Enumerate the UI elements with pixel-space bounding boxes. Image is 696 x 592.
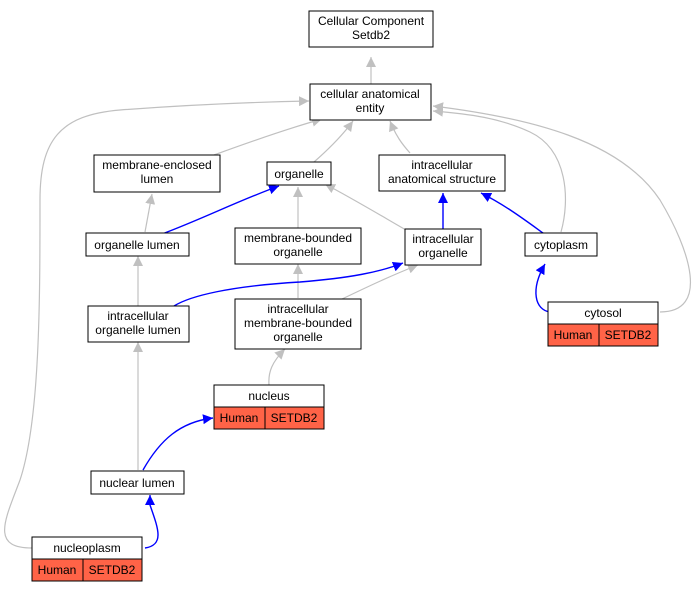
edge-cytoplasm-part-of-intracellular-anatomical-structure [480,192,544,234]
node-cytoplasm[interactable]: cytoplasm [524,232,598,257]
gene-label: SETDB2 [89,563,136,577]
edges [4,57,692,549]
edge-organelle-lumen-part-of-organelle [161,184,280,235]
edge-cytosol-to-cellular-anatomical-entity [432,102,692,313]
gene-badge [264,406,325,430]
node-label-line: organelle [273,245,323,259]
species-label: Human [220,411,259,425]
node-cellular-component-setdb2[interactable]: Cellular Component Setdb2 [308,10,434,48]
node-intracellular-organelle[interactable]: intracellular organelle [404,228,482,266]
edge-intracellular-membrane-bounded-organelle-to-intracellular-organelle [339,264,419,301]
node-label-line: entity [356,101,385,115]
node-label-line: membrane-enclosed [102,158,211,172]
node-label-line: Cellular Component [318,14,425,28]
node-label-line: organelle lumen [95,323,180,337]
edge-intracellular-organelle-lumen-part-of-intracellular-organelle [173,261,404,307]
node-intracellular-membrane-bounded-organelle[interactable]: intracellular membrane-bounded organelle [234,298,362,350]
edge-cytoplasm-to-cellular-anatomical-entity [432,106,567,233]
node-cytosol[interactable]: cytosol Human SETDB2 [547,301,659,347]
node-label-line: organelle [418,246,468,260]
node-label-line: intracellular [412,232,473,246]
species-label: Human [38,563,77,577]
node-intracellular-organelle-lumen[interactable]: intracellular organelle lumen [87,305,190,343]
edge-nucleoplasm-part-of-nuclear-lumen [144,495,159,549]
edge-organelle-to-cellular-anatomical-entity [313,120,354,163]
edge-intracellular-organelle-to-organelle [324,183,407,231]
node-organelle[interactable]: organelle [266,161,332,186]
node-membrane-enclosed-lumen[interactable]: membrane-enclosed lumen [93,154,221,193]
node-label-line: nuclear lumen [99,476,174,490]
node-nucleoplasm[interactable]: nucleoplasm Human SETDB2 [31,536,143,582]
node-label-line: cytoplasm [534,238,588,252]
node-membrane-bounded-organelle[interactable]: membrane-bounded organelle [234,227,362,265]
nodes: Cellular Component Setdb2 cellular anato… [31,10,659,582]
node-label-line: intracellular [267,302,328,316]
node-label-line: cytosol [584,306,621,320]
node-label-line: nucleus [248,389,289,403]
edge-cytosol-part-of-cytoplasm [535,263,551,313]
node-label-line: nucleoplasm [53,541,120,555]
edge-nucleus-to-intracellular-membrane-bounded-organelle [268,348,286,386]
node-label-line: membrane-bounded [244,231,352,245]
gene-label: SETDB2 [605,328,652,342]
node-label-line: organelle [273,330,323,344]
species-label: Human [554,328,593,342]
node-label-line: anatomical structure [388,172,496,186]
gene-label: SETDB2 [271,411,318,425]
node-label-line: lumen [141,172,174,186]
node-intracellular-anatomical-structure[interactable]: intracellular anatomical structure [378,154,506,192]
edge-intracellular-anatomical-structure-to-cellular-anatomical-entity [389,120,411,154]
node-label-line: cellular anatomical [320,87,419,101]
edge-nuclear-lumen-part-of-nucleus [142,414,214,471]
node-label-line: organelle [274,167,324,181]
node-organelle-lumen[interactable]: organelle lumen [85,232,190,257]
gene-badge [598,323,659,347]
gene-badge [82,558,143,582]
node-label-line: intracellular [411,158,472,172]
node-label-line: intracellular [107,309,168,323]
node-nucleus[interactable]: nucleus Human SETDB2 [213,384,325,430]
node-label-line: membrane-bounded [244,316,352,330]
node-label-line: Setdb2 [352,28,390,42]
edge-organelle-lumen-to-membrane-enclosed-lumen [144,193,156,233]
edge-nucleoplasm-to-cellular-anatomical-entity [4,96,310,549]
node-nuclear-lumen[interactable]: nuclear lumen [90,470,185,495]
node-cellular-anatomical-entity[interactable]: cellular anatomical entity [309,83,432,121]
node-label-line: organelle lumen [94,238,179,252]
edge-membrane-enclosed-lumen-to-cellular-anatomical-entity [213,116,323,156]
